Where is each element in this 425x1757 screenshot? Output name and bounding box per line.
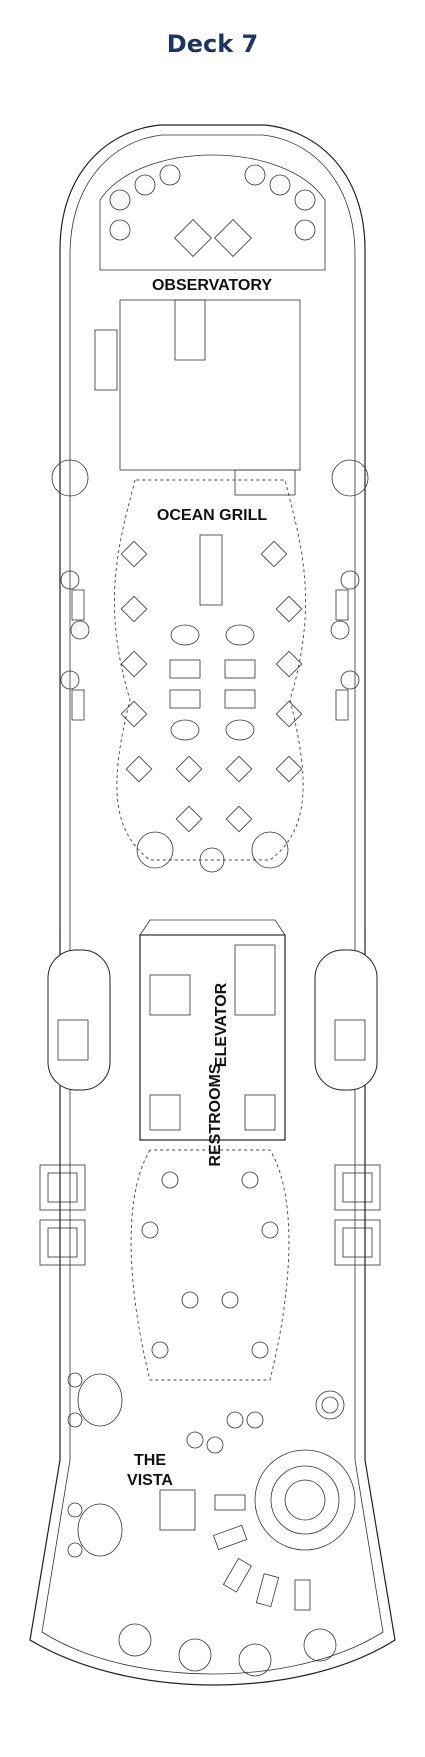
hull-outline (29, 124, 396, 1686)
ocean-grill: OCEAN GRILL (113, 479, 307, 873)
restrooms-label: RESTROOMS (207, 1063, 224, 1166)
elevator-label: ELEVATOR (213, 982, 230, 1067)
observatory-label: OBSERVATORY (152, 277, 272, 294)
ocean-grill-label: OCEAN GRILL (157, 507, 267, 524)
deck-title: Deck 7 (166, 30, 259, 58)
hull-inner (41, 134, 384, 1675)
the-vista: THE VISTA (67, 1372, 356, 1677)
forward-structures (51, 299, 369, 497)
vista-label-line2: VISTA (127, 1472, 173, 1489)
vista-label-line1: THE (134, 1452, 166, 1469)
side-lounges (60, 570, 360, 721)
lifeboats (47, 800, 378, 1091)
core-area: ELEVATOR RESTROOMS (139, 919, 286, 1167)
observatory-area: OBSERVATORY (99, 154, 326, 294)
mid-seating (39, 1149, 381, 1381)
